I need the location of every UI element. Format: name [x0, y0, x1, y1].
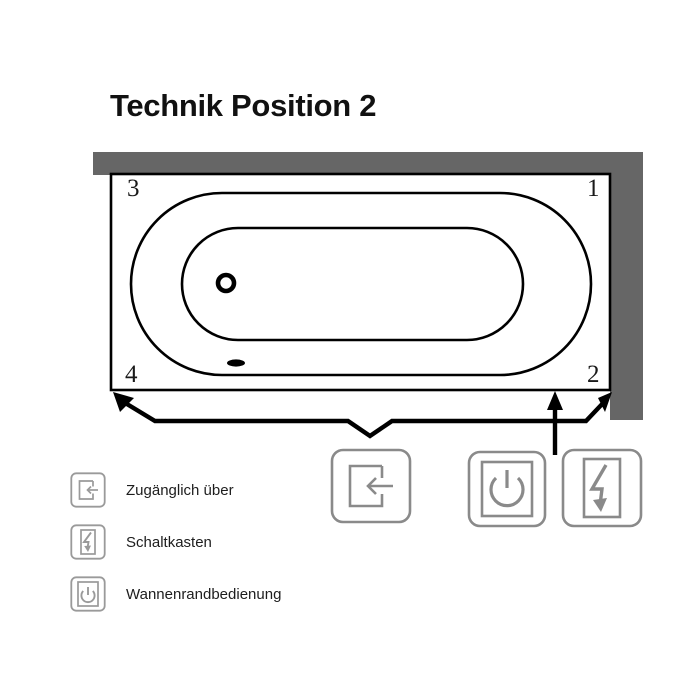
power-button-icon [70, 576, 106, 612]
wall-right-bar [610, 152, 643, 420]
legend-label-switchbox: Schaltkasten [126, 533, 212, 551]
lightning-bolt-arrowhead [593, 498, 607, 512]
legend-lightning-arrowhead [84, 545, 91, 552]
control-pointer-arrowhead [547, 391, 563, 410]
power-button-icon [489, 476, 525, 508]
corner-label-2: 2 [587, 361, 600, 388]
wall-top-bar [93, 152, 643, 175]
legend-label-tub-rim-control: Wannenrandbedienung [126, 585, 282, 603]
callout-access-frame [330, 448, 412, 524]
lightning-bolt-icon [589, 464, 608, 506]
switchbox-plate [582, 457, 622, 519]
access-door-icon [348, 464, 384, 508]
brace-left-arrowhead [113, 392, 134, 412]
callout-power-button [467, 450, 547, 528]
overflow-fitting-icon [227, 359, 245, 367]
legend-power-plate [77, 581, 99, 607]
legend-item-switchbox: Schaltkasten [70, 516, 330, 568]
brace-right-arrowhead [598, 392, 612, 412]
access-door-icon [70, 472, 106, 508]
legend-access-frame [70, 472, 106, 508]
lightning-bolt-icon [70, 524, 106, 560]
corner-label-3: 3 [127, 175, 140, 202]
legend-label-access: Zugänglich über [126, 481, 234, 499]
corner-label-4: 4 [125, 361, 138, 388]
tub-frame [109, 172, 612, 392]
legend: Zugänglich über Schaltkasten Wannenrandb… [70, 464, 330, 620]
legend-item-access: Zugänglich über [70, 464, 330, 516]
callout-switchbox [561, 448, 643, 528]
legend-switchbox-plate [80, 529, 96, 555]
tub-outer-rim [129, 191, 593, 377]
tub-inner-basin [180, 226, 525, 342]
legend-switchbox-frame [70, 524, 106, 560]
callout-switchbox-frame [561, 448, 643, 528]
callout-power-frame [467, 450, 547, 528]
legend-item-tub-rim-control: Wannenrandbedienung [70, 568, 330, 620]
legend-power-frame [70, 576, 106, 612]
legend-access-arrow-head [86, 485, 92, 495]
access-arrow-head [366, 477, 377, 495]
brace-left-segment [120, 399, 607, 439]
legend-lightning-bolt [82, 531, 92, 549]
drain-ring-icon [215, 272, 237, 294]
legend-access-door [78, 480, 94, 500]
legend-power-symbol [80, 590, 96, 604]
corner-label-1: 1 [587, 175, 600, 202]
page-title: Technik Position 2 [110, 88, 377, 123]
power-plate [480, 460, 534, 518]
callout-access-door [330, 448, 412, 524]
